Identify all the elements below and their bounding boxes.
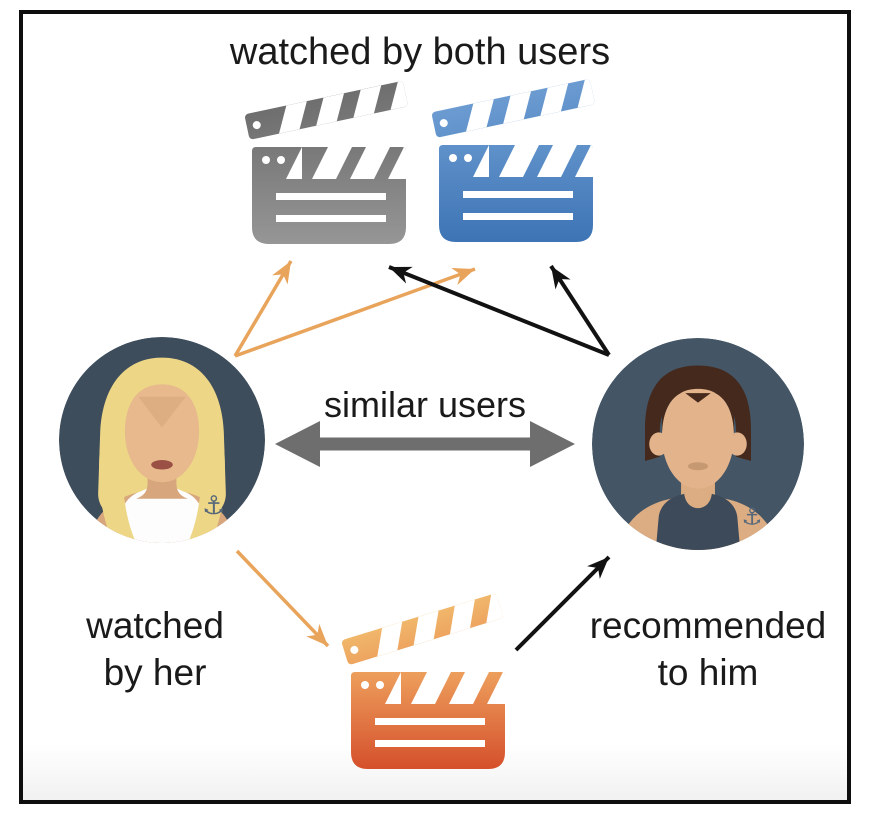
anchor-tattoo-him: ⚓ bbox=[741, 504, 762, 531]
clapperboard-blue-icon bbox=[432, 78, 596, 242]
label-watched-by-her-line2: by her bbox=[103, 652, 207, 693]
label-recommended-to-him: recommended to him bbox=[583, 602, 833, 696]
label-recommended-to-him-line1: recommended bbox=[589, 605, 827, 646]
anchor-tattoo-her: ⚓ bbox=[202, 491, 225, 521]
avatar-him: ⚓ bbox=[592, 338, 804, 550]
label-similar-users: similar users bbox=[323, 384, 527, 425]
avatar-her: ⚓ bbox=[59, 337, 265, 543]
clapperboard-gray-icon bbox=[245, 80, 409, 244]
label-watched-by-her-line1: watched bbox=[86, 605, 224, 646]
clapperboard-orange-icon bbox=[341, 593, 505, 769]
label-watched-by-both: watched by both users bbox=[229, 31, 611, 73]
label-recommended-to-him-line2: to him bbox=[657, 652, 759, 693]
label-watched-by-her: watched by her bbox=[55, 602, 255, 696]
